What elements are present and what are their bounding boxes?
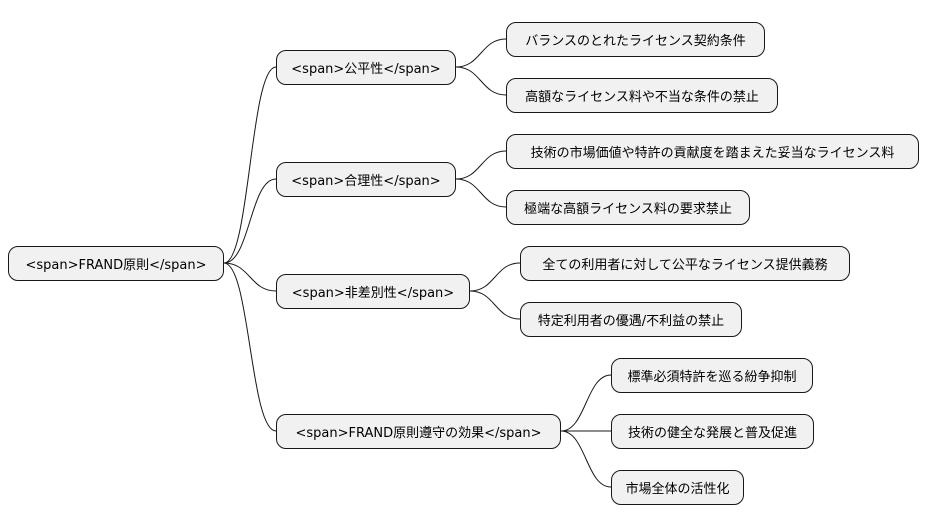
leaf-node-label: 技術の市場価値や特許の貢献度を踏まえた妥当なライセンス料 — [530, 146, 895, 161]
connector-effects-3 — [560, 430, 612, 488]
branch-node-fairness: <span>公平性</span> — [276, 50, 456, 85]
leaf-node: 技術の健全な発展と普及促進 — [611, 414, 814, 449]
connector-root-effects — [223, 262, 277, 432]
leaf-node-label: バランスのとれたライセンス契約条件 — [525, 34, 746, 49]
branch-node-label: <span>非差別性</span> — [291, 286, 455, 301]
leaf-node-label: 技術の健全な発展と普及促進 — [627, 426, 797, 441]
branch-node-label: <span>FRAND原則遵守の効果</span> — [295, 426, 542, 441]
connector-fairness-1 — [455, 38, 507, 68]
leaf-node-label: 標準必須特許を巡る紛争抑制 — [627, 370, 797, 385]
leaf-node: 特定利用者の優遇/不利益の禁止 — [520, 302, 742, 337]
connector-root-fairness — [223, 66, 277, 264]
leaf-node: バランスのとれたライセンス契約条件 — [506, 22, 765, 57]
connector-nondiscrimination-1 — [469, 262, 521, 292]
leaf-node-label: 特定利用者の優遇/不利益の禁止 — [537, 314, 725, 329]
connector-effects-1 — [560, 374, 612, 432]
connector-nondiscrimination-2 — [469, 290, 521, 320]
branch-node-nondiscrimination: <span>非差別性</span> — [276, 274, 470, 309]
leaf-node-label: 市場全体の活性化 — [625, 482, 730, 497]
branch-node-compliance-effects: <span>FRAND原則遵守の効果</span> — [276, 414, 561, 449]
connector-fairness-2 — [455, 66, 507, 96]
branch-node-label: <span>合理性</span> — [291, 174, 441, 189]
leaf-node: 市場全体の活性化 — [611, 470, 744, 505]
leaf-node: 高額なライセンス料や不当な条件の禁止 — [506, 78, 778, 113]
connector-reasonableness-1 — [455, 150, 507, 180]
leaf-node: 全ての利用者に対して公平なライセンス提供義務 — [520, 246, 850, 281]
leaf-node: 極端な高額ライセンス料の要求禁止 — [506, 190, 750, 225]
root-node-label: <span>FRAND原則</span> — [25, 258, 207, 273]
leaf-node-label: 全ての利用者に対して公平なライセンス提供義務 — [542, 258, 828, 273]
leaf-node: 標準必須特許を巡る紛争抑制 — [611, 358, 813, 393]
connector-root-reasonableness — [223, 178, 277, 264]
branch-node-label: <span>公平性</span> — [291, 62, 441, 77]
leaf-node: 技術の市場価値や特許の貢献度を踏まえた妥当なライセンス料 — [506, 134, 919, 169]
leaf-node-label: 極端な高額ライセンス料の要求禁止 — [524, 202, 732, 217]
root-node-frand-principle: <span>FRAND原則</span> — [8, 246, 224, 281]
branch-node-reasonableness: <span>合理性</span> — [276, 162, 456, 197]
connector-reasonableness-2 — [455, 178, 507, 208]
connector-root-nondiscrimination — [223, 262, 277, 292]
leaf-node-label: 高額なライセンス料や不当な条件の禁止 — [525, 90, 759, 105]
